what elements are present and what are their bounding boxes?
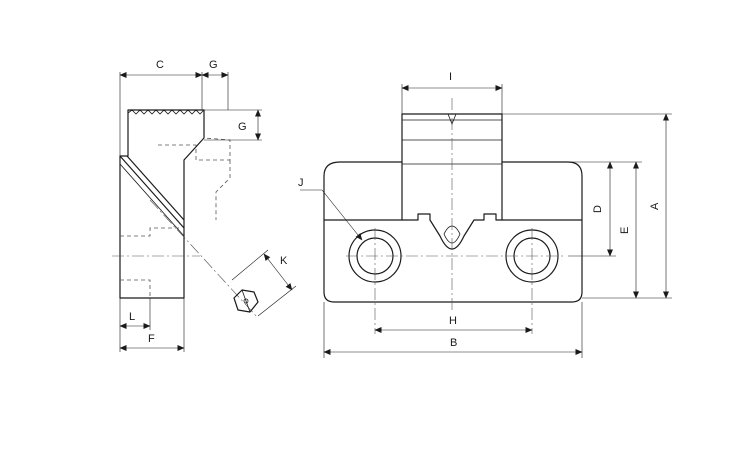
dim-label-b: B [450,337,457,349]
front-view-outline [323,113,583,303]
dim-label-k: K [280,255,288,267]
side-view-hidden-foot [215,160,231,220]
hex-bolt-head-edge [241,289,251,313]
dim-label-f: F [148,333,155,345]
hex-bolt-center [243,298,249,304]
front-view: I J D E A H B [298,71,672,358]
dim-label-j: J [298,177,304,189]
leader-j [300,189,363,241]
dim-line-k [263,253,293,291]
side-view-slot-upper [119,155,185,229]
side-view-hidden-bore [120,227,180,237]
dim-label-a: A [649,202,661,210]
side-view-bolt-axis [149,199,259,319]
side-view-hidden-step [158,137,231,161]
dim-label-l: L [129,311,135,323]
dim-label-c: C [156,59,164,71]
dim-label-g-top: G [209,59,218,71]
side-view-serrations [127,109,205,115]
dim-label-h: H [449,315,457,327]
center-key-bore [443,225,461,244]
side-view-slot-edge [119,163,185,237]
side-view-slot-lower [126,155,185,221]
side-view: C G G K L F [112,59,297,352]
dim-label-g-side: G [238,121,247,133]
dim-label-d: D [592,205,604,213]
dim-label-e: E [619,227,631,234]
dim-label-i: I [449,71,452,83]
center-key-slot [401,162,503,250]
side-view-hidden-bore-lower [120,279,151,298]
